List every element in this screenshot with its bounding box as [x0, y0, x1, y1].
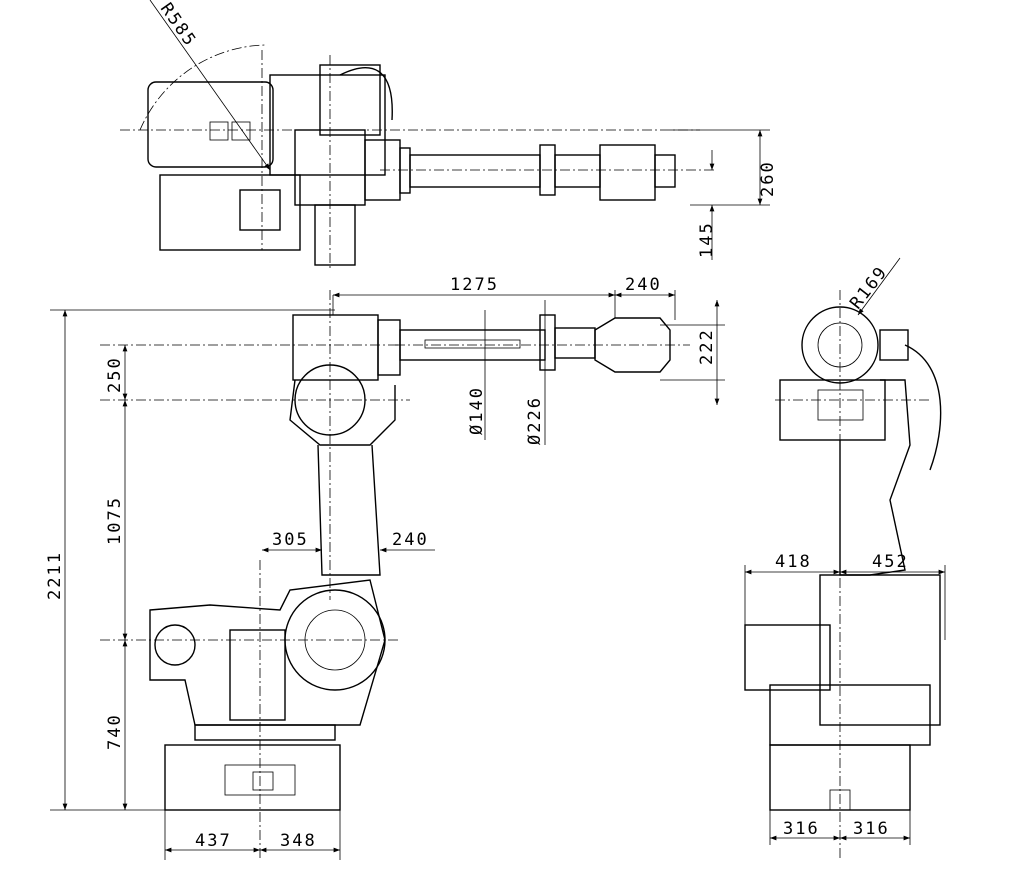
rear-view: R169 418 452 316 316 — [744, 257, 946, 860]
wrist-height-label: 222 — [697, 328, 717, 365]
lower-arm-label: 1075 — [105, 496, 125, 545]
side-view: 1275 240 222 Ø140 Ø226 2211 250 1075 740… — [45, 275, 725, 860]
radius-leader — [149, 0, 271, 171]
rear-base-left-label: 316 — [783, 819, 820, 839]
base-height-label: 740 — [105, 713, 125, 750]
lower-arm — [839, 379, 911, 576]
forearm-tube — [409, 154, 541, 188]
motor-icon — [231, 121, 251, 141]
rear-base-right-label: 316 — [853, 819, 890, 839]
top-radius-label: R585 — [156, 0, 200, 51]
wrist — [594, 317, 671, 373]
swing-radius-arc — [139, 44, 266, 131]
base-right-label: 348 — [280, 831, 317, 851]
arm-offset-right-label: 240 — [392, 530, 429, 550]
reach-label: 1275 — [450, 275, 499, 295]
motor-icon — [209, 121, 229, 141]
lower-arm — [317, 444, 381, 576]
arm-offset-left-label: 305 — [272, 530, 309, 550]
top-view: R585 260 145 — [120, 0, 778, 270]
wrist-length-label: 240 — [625, 275, 662, 295]
upper-arm-head — [292, 314, 379, 381]
upper-offset-label: 250 — [105, 356, 125, 393]
base-plate — [164, 744, 341, 811]
rear-radius-label: R169 — [846, 262, 892, 313]
flange-diameter-label: Ø226 — [525, 396, 545, 445]
top-offset-label: 145 — [697, 221, 717, 258]
base-left-label: 437 — [195, 831, 232, 851]
motor-icon — [239, 189, 281, 231]
rear-width-right-label: 452 — [872, 552, 909, 572]
total-height-label: 2211 — [45, 551, 65, 600]
motor-housing — [147, 81, 274, 168]
wrist — [599, 144, 656, 201]
rear-width-left-label: 418 — [775, 552, 812, 572]
top-wrist-height-label: 260 — [758, 160, 778, 197]
arm-diameter-label: Ø140 — [467, 386, 487, 435]
base-body — [149, 579, 386, 726]
